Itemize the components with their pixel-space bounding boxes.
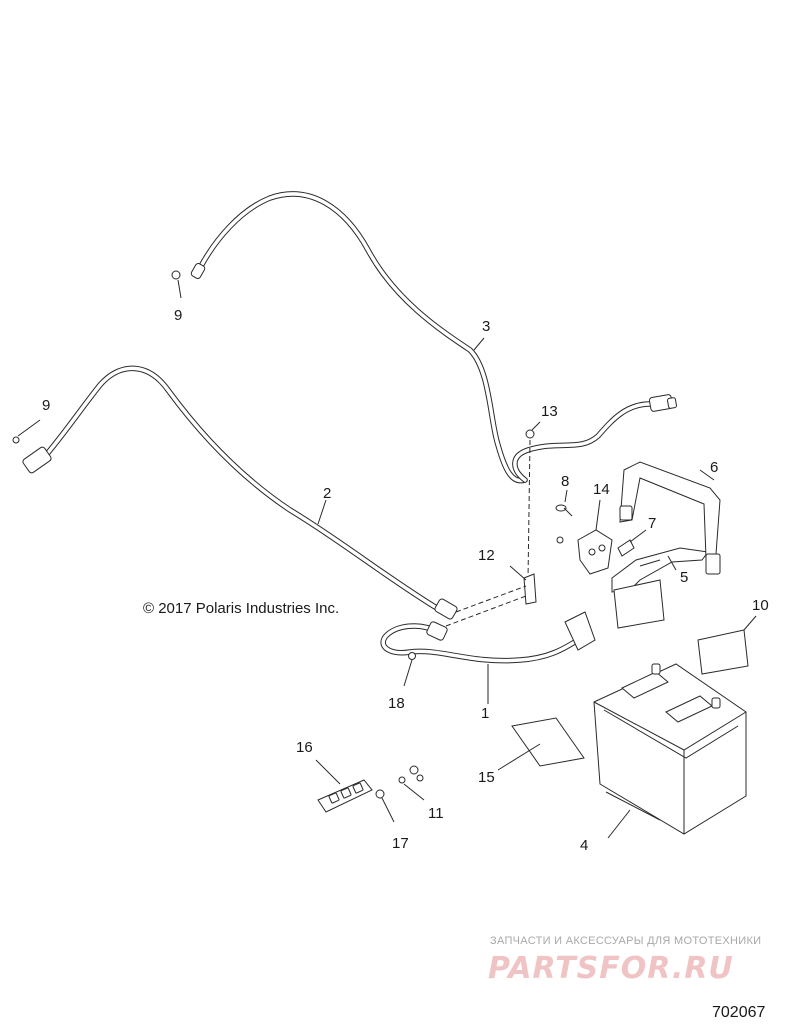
watermark-logo: PARTSFOR.RU [488, 951, 734, 986]
callout-10: 10 [752, 597, 769, 614]
nut-17 [375, 789, 395, 823]
cable-3 [190, 191, 677, 484]
nut-18 [403, 652, 416, 687]
nut-9-upper [171, 270, 182, 299]
fuse-holder-16 [315, 759, 373, 813]
callout-5: 5 [680, 569, 688, 586]
callout-6: 6 [710, 459, 718, 476]
callout-14: 14 [593, 481, 610, 498]
nut-9-left [12, 419, 41, 444]
strap-6 [619, 461, 721, 575]
cable-2 [22, 365, 458, 620]
battery-4 [593, 663, 747, 839]
bolt-7 [617, 529, 647, 557]
callout-9a: 9 [174, 307, 182, 324]
watermark-tagline: ЗАПЧАСТИ И АКСЕССУАРЫ ДЛЯ МОТОТЕХНИКИ [490, 935, 761, 947]
relay-14 [556, 499, 613, 575]
nut-13 [525, 421, 541, 581]
copyright-text: © 2017 Polaris Industries Inc. [143, 600, 339, 617]
label-10 [697, 615, 757, 675]
leader-2 [317, 499, 327, 525]
callout-13: 13 [541, 403, 558, 420]
callout-2: 2 [323, 485, 331, 502]
callout-17: 17 [392, 835, 409, 852]
callout-9b: 9 [42, 397, 50, 414]
callout-7: 7 [648, 515, 656, 532]
callout-3: 3 [482, 318, 490, 335]
label-15 [497, 717, 585, 771]
callout-15: 15 [478, 769, 495, 786]
callout-12: 12 [478, 547, 495, 564]
callout-18: 18 [388, 695, 405, 712]
pad-part [613, 579, 665, 629]
callout-8: 8 [561, 473, 569, 490]
callout-11: 11 [428, 805, 444, 822]
bracket-12 [445, 565, 537, 627]
callout-4: 4 [580, 837, 588, 854]
nut-11 [398, 765, 425, 801]
figure-id: 702067 [712, 1004, 765, 1021]
bolt-8 [555, 489, 573, 517]
cable-1 [380, 611, 596, 664]
leader-3 [473, 337, 485, 351]
callout-16: 16 [296, 739, 313, 756]
callout-1: 1 [481, 705, 489, 722]
leader-5 [639, 559, 661, 567]
